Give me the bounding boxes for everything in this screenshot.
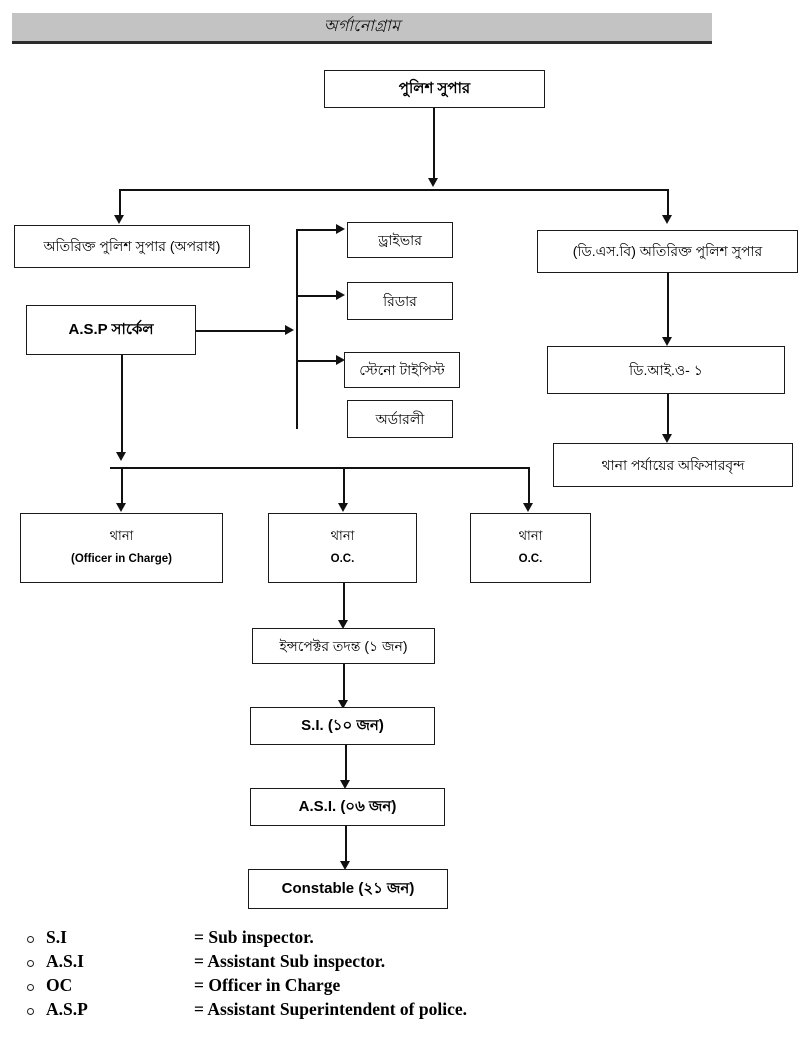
connector-thana1-drop [121, 467, 123, 507]
node-label: স্টেনো টাইপিস্ট [359, 361, 445, 378]
node-label: A.S.P সার্কেল [68, 321, 154, 339]
node-driver: ড্রাইভার [347, 222, 453, 258]
node-sublabel: O.C. [330, 553, 355, 566]
connector-staff-trunk [296, 229, 298, 429]
arrow-staff-driver [336, 224, 345, 234]
legend-term: S.I [46, 927, 67, 947]
arrow-sp-stem [428, 178, 438, 187]
node-steno-typist: স্টেনো টাইপিস্ট [344, 352, 460, 388]
node-label: S.I. (১০ জন) [301, 717, 384, 735]
arrow-dio-to-thana-officers [662, 434, 672, 443]
abbreviation-legend: S.I = Sub inspector. A.S.I = Assistant S… [14, 927, 614, 1023]
arrow-asp-to-staff-trunk [285, 325, 294, 335]
arrow-thana3 [523, 503, 533, 512]
node-label: A.S.I. (০৬ জন) [298, 798, 397, 816]
circle-bullet-icon [14, 1008, 46, 1015]
arrow-asp-down-mid [116, 452, 126, 461]
node-thana-3: থানা O.C. [470, 513, 591, 583]
node-label: অর্ডারলী [375, 410, 425, 427]
legend-definition: = Assistant Superintendent of police. [194, 999, 467, 1019]
connector-level1-left-drop [119, 189, 121, 218]
arrow-inspector-to-si [338, 700, 348, 709]
circle-bullet-icon [14, 936, 46, 943]
connector-staff-driver [296, 229, 337, 231]
node-addl-sp-dsb: (ডি.এস.বি) অতিরিক্ত পুলিশ সুপার [537, 230, 798, 273]
node-reader: রিডার [347, 282, 453, 320]
arrow-staff-reader [336, 290, 345, 300]
node-label: থানা [109, 528, 134, 544]
circle-bullet-icon [14, 960, 46, 967]
node-label: ইন্সপেক্টর তদন্ত (১ জন) [279, 637, 408, 654]
node-label: ড্রাইভার [378, 231, 422, 248]
legend-item: A.S.I = Assistant Sub inspector. [14, 951, 614, 975]
legend-term: A.S.I [46, 951, 84, 971]
node-label: থানা [518, 528, 543, 544]
arrow-si-to-asi [340, 780, 350, 789]
node-thana-1: থানা (Officer in Charge) [20, 513, 223, 583]
node-label: থানা [330, 528, 355, 544]
connector-staff-reader [296, 295, 337, 297]
connector-asp-to-staff-trunk [196, 330, 286, 332]
connector-thana-bar [110, 467, 530, 469]
node-sublabel: O.C. [518, 553, 543, 566]
legend-item: A.S.P = Assistant Superintendent of poli… [14, 999, 614, 1023]
node-thana-2: থানা O.C. [268, 513, 417, 583]
arrow-dsb-to-dio [662, 337, 672, 346]
node-thana-level-officers: থানা পর্যায়ের অফিসারবৃন্দ [553, 443, 793, 487]
node-asp-circle: A.S.P সার্কেল [26, 305, 196, 355]
node-label: থানা পর্যায়ের অফিসারবৃন্দ [601, 456, 745, 473]
page-title-bar: অর্গানোগ্রাম [12, 13, 712, 44]
legend-term: OC [46, 975, 73, 995]
connector-level1-bar [119, 189, 668, 191]
connector-dsb-to-dio [667, 273, 669, 339]
arrow-asi-to-constable [340, 861, 350, 870]
arrow-staff-steno [336, 355, 345, 365]
node-constable: Constable (২১ জন) [248, 869, 448, 909]
node-label: (ডি.এস.বি) অতিরিক্ত পুলিশ সুপার [572, 243, 763, 260]
node-label: রিডার [383, 292, 417, 309]
node-orderly: অর্ডারলী [347, 400, 453, 438]
node-label: Constable (২১ জন) [281, 880, 415, 898]
connector-asp-down [121, 355, 123, 455]
arrow-addl-sp-dsb [662, 215, 672, 224]
node-addl-sp-crime: অতিরিক্ত পুলিশ সুপার (অপরাধ) [14, 225, 250, 268]
page-title: অর্গানোগ্রাম [323, 18, 401, 35]
legend-definition: = Sub inspector. [194, 927, 314, 947]
connector-dio-to-thana-officers [667, 394, 669, 436]
legend-definition: = Assistant Sub inspector. [194, 951, 386, 971]
legend-item: S.I = Sub inspector. [14, 927, 614, 951]
legend-term: A.S.P [46, 999, 88, 1019]
connector-inspector-to-si [343, 664, 345, 703]
connector-level1-right-drop [667, 189, 669, 218]
node-police-super: পুলিশ সুপার [324, 70, 545, 108]
connector-thana3-drop [528, 467, 530, 507]
arrow-thana2-to-inspector [338, 620, 348, 629]
node-label: ডি.আই.ও- ১ [629, 361, 703, 378]
node-dio-1: ডি.আই.ও- ১ [547, 346, 785, 394]
connector-thana2-drop [343, 467, 345, 507]
connector-si-to-asi [345, 745, 347, 783]
connector-staff-steno [296, 360, 337, 362]
node-si: S.I. (১০ জন) [250, 707, 435, 745]
connector-asi-to-constable [345, 826, 347, 864]
node-label: অতিরিক্ত পুলিশ সুপার (অপরাধ) [43, 238, 221, 255]
arrow-thana2 [338, 503, 348, 512]
node-asi: A.S.I. (০৬ জন) [250, 788, 445, 826]
legend-item: OC = Officer in Charge [14, 975, 614, 999]
node-label: পুলিশ সুপার [398, 80, 471, 98]
connector-thana2-to-inspector [343, 583, 345, 622]
arrow-thana1 [116, 503, 126, 512]
arrow-addl-sp-crime [114, 215, 124, 224]
node-inspector-investigation: ইন্সপেক্টর তদন্ত (১ জন) [252, 628, 435, 664]
legend-definition: = Officer in Charge [194, 975, 341, 995]
node-sublabel: (Officer in Charge) [71, 553, 172, 566]
circle-bullet-icon [14, 984, 46, 991]
connector-sp-stem [433, 108, 435, 180]
